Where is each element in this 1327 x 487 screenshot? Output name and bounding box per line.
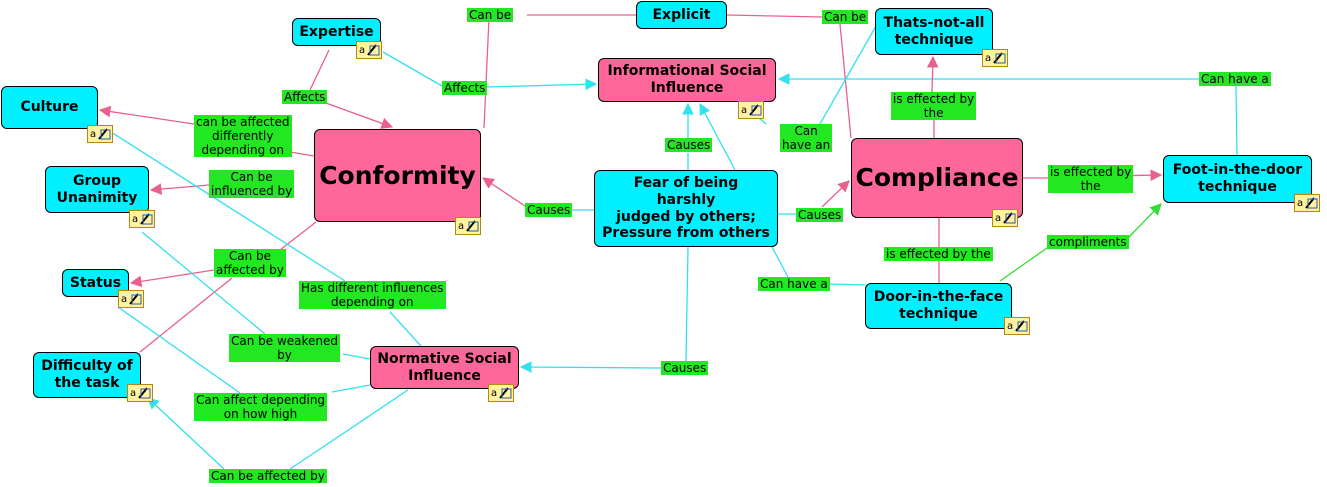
connector-line-17: [811, 25, 877, 139]
connector-line-41: [331, 384, 371, 393]
node-difficulty-of-the-task[interactable]: Difficulty of the task: [33, 352, 141, 398]
node-thats-not-all[interactable]: Thats-not-all technique: [875, 8, 993, 55]
svg-text:a: a: [995, 213, 1001, 224]
svg-text:a: a: [132, 214, 138, 225]
connector-line-43: [289, 389, 409, 470]
link-label-can-affect-depending: Can affect depending on how high: [194, 393, 328, 421]
resource-icon-difficulty[interactable]: a: [127, 384, 153, 402]
svg-text:a: a: [121, 294, 127, 305]
svg-text:a: a: [130, 388, 136, 399]
connector-line-32: [139, 277, 233, 353]
resource-icon-conformity[interactable]: a: [455, 217, 481, 235]
connector-line-0: [466, 14, 490, 129]
connector-line-33: [771, 246, 789, 278]
link-label-can-have-a-top: Can have a: [1199, 72, 1271, 86]
link-label-affects-2: Affects: [442, 81, 488, 95]
node-foot-in-the-door[interactable]: Foot-in-the-door technique: [1163, 155, 1312, 203]
link-label-is-effected-by-the-2: is effected by the: [1048, 165, 1134, 193]
connector-line-16: [699, 102, 736, 171]
connector-line-34: [829, 283, 866, 286]
node-status[interactable]: Status: [62, 269, 129, 297]
resource-icon-normative[interactable]: a: [488, 384, 514, 402]
node-explicit[interactable]: Explicit: [636, 1, 727, 29]
svg-text:a: a: [359, 45, 365, 56]
resource-icon-group-unanimity[interactable]: a: [129, 210, 155, 228]
svg-text:a: a: [1007, 321, 1013, 332]
link-label-causes-4: Causes: [661, 361, 709, 375]
node-door-in-the-face[interactable]: Door-in-the-face technique: [865, 283, 1012, 329]
connector-line-25: [821, 180, 850, 208]
link-label-can-be-affected-by-1: Can be affected by: [214, 249, 286, 277]
connector-line-12: [98, 105, 195, 125]
node-compliance[interactable]: Compliance: [851, 138, 1023, 218]
connector-line-4: [309, 49, 330, 91]
node-culture[interactable]: Culture: [1, 86, 98, 129]
resource-icon-expertise[interactable]: a: [356, 41, 382, 59]
connector-line-5: [322, 101, 394, 129]
connector-line-35: [389, 311, 422, 347]
link-label-has-different-influences: Has different influences depending on: [299, 281, 446, 309]
connector-line-42: [117, 306, 241, 394]
link-label-is-effected-by-the-3: is effected by the: [884, 247, 993, 261]
connector-line-11: [926, 55, 939, 93]
resource-icon-compliance[interactable]: a: [992, 209, 1018, 227]
link-label-causes-2: Causes: [525, 203, 573, 217]
link-label-can-be-influenced-by: Can be influenced by: [209, 170, 295, 198]
node-fear-of-being-judged[interactable]: Fear of being harshly judged by others; …: [594, 170, 778, 247]
svg-text:a: a: [1297, 198, 1303, 209]
node-group-unanimity[interactable]: Group Unanimity: [45, 166, 149, 213]
resource-icon-informational[interactable]: a: [738, 101, 764, 119]
connector-line-2: [726, 14, 823, 18]
node-normative-social-influence[interactable]: Normative Social Influence: [370, 346, 519, 389]
svg-text:a: a: [491, 388, 497, 399]
connector-line-27: [1127, 203, 1162, 239]
connector-line-37: [342, 353, 371, 360]
link-label-is-effected-by-the-1: is effected by the: [891, 92, 977, 120]
link-label-can-be-affected-by-2: Can be affected by: [209, 469, 327, 483]
connector-line-40: [519, 361, 662, 373]
node-informational-social-influence[interactable]: Informational Social Influence: [598, 58, 776, 102]
connector-line-23: [482, 177, 526, 207]
link-label-can-be-affected-differently: can be affected differently depending on: [194, 115, 292, 157]
link-label-can-be-left: Can be: [467, 8, 514, 22]
link-label-causes-3: Causes: [796, 208, 844, 222]
svg-text:a: a: [90, 129, 96, 140]
connector-line-44: [147, 397, 225, 470]
connector-line-26: [999, 247, 1048, 282]
link-label-can-have-a-bottom: Can have a: [758, 277, 830, 291]
svg-text:a: a: [741, 105, 747, 116]
connector-line-3: [839, 23, 852, 139]
link-label-can-have-an: Can have an: [780, 124, 833, 152]
connector-line-31: [129, 269, 215, 288]
connector-line-36: [99, 124, 346, 282]
connector-line-38: [141, 231, 266, 335]
svg-text:a: a: [458, 221, 464, 232]
node-conformity[interactable]: Conformity: [314, 129, 481, 222]
resource-icon-status[interactable]: a: [118, 290, 144, 308]
connector-line-6: [382, 51, 443, 87]
connector-line-30: [279, 221, 317, 251]
resource-icon-door-in-the-face[interactable]: a: [1004, 317, 1030, 335]
link-label-can-be-right: Can be: [822, 10, 869, 24]
resource-icon-culture[interactable]: a: [87, 125, 113, 143]
connector-line-8: [1235, 85, 1238, 156]
link-label-compliments: compliments: [1047, 235, 1129, 249]
svg-text:a: a: [985, 53, 991, 64]
resource-icon-thats-not-all[interactable]: a: [982, 49, 1008, 67]
connector-line-21: [149, 183, 210, 195]
link-label-causes-1: Causes: [665, 138, 713, 152]
resource-icon-foot-in-the-door[interactable]: a: [1294, 194, 1320, 212]
connector-line-13: [289, 151, 315, 157]
link-label-can-be-weakened-by: Can be weakened by: [229, 334, 341, 362]
link-label-affects-1: Affects: [282, 90, 328, 104]
connector-line-7: [486, 78, 598, 91]
connector-line-39: [685, 246, 689, 362]
